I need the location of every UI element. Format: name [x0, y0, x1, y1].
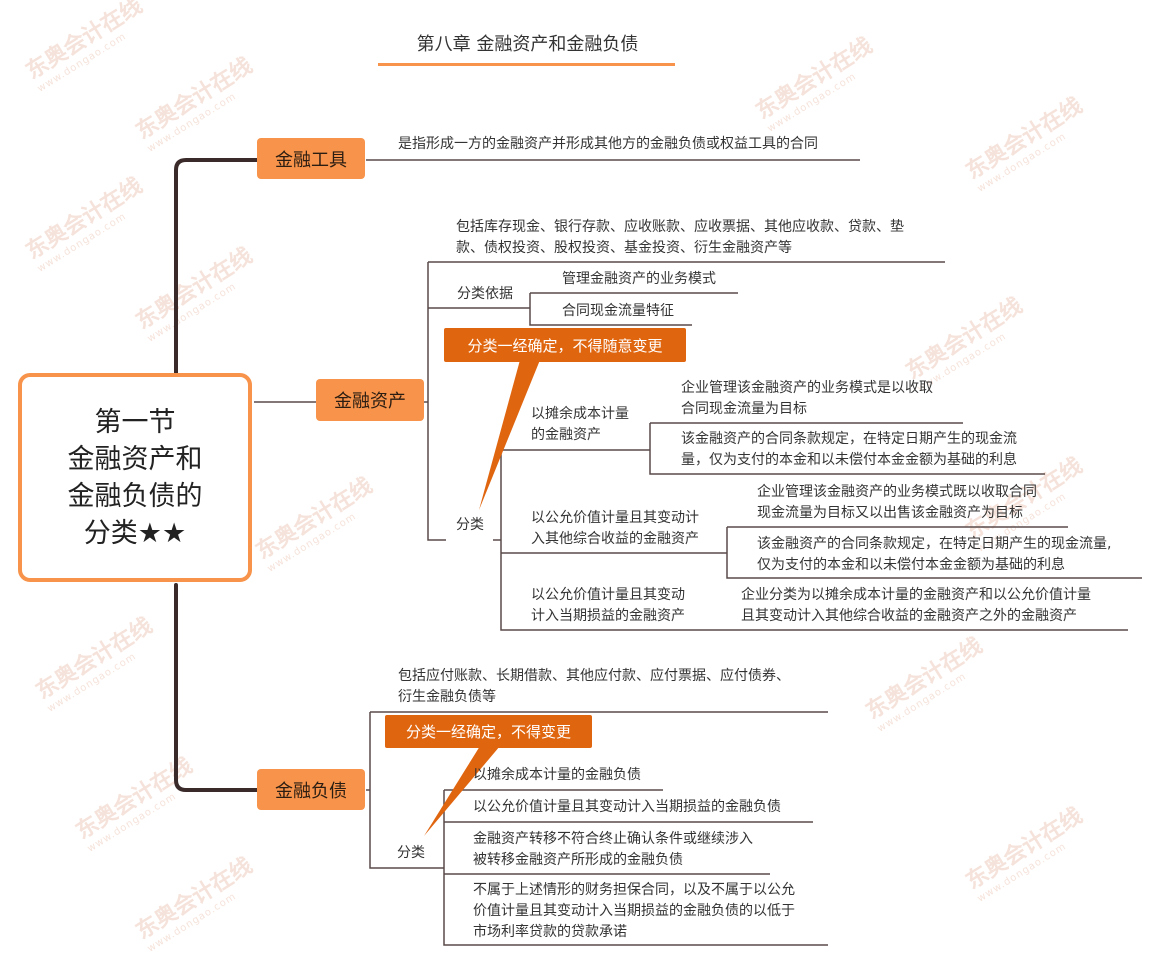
liability-class-item: 不属于上述情形的财务担保合同，以及不属于以公允价值计量且其变动计入当期损益的金融…	[473, 882, 795, 940]
node-financial-instrument[interactable]: 金融工具	[257, 138, 365, 179]
root-node[interactable]: 第一节 金融资产和 金融负债的 分类★★	[18, 373, 252, 582]
title-underline	[378, 63, 675, 66]
asset-callout: 分类一经确定，不得随意变更	[444, 328, 686, 362]
asset-class-condition: 企业管理该金融资产的业务模式是以收取合同现金流量为目标	[681, 380, 933, 417]
liability-class-item: 以公允价值计量且其变动计入当期损益的金融负债	[473, 799, 781, 815]
root-line: 金融资产和	[67, 443, 203, 475]
liability-callout: 分类一经确定，不得变更	[385, 715, 592, 748]
root-line: 分类★★	[83, 517, 187, 549]
asset-basis-item: 合同现金流量特征	[562, 303, 674, 319]
asset-basis-label: 分类依据	[457, 286, 513, 302]
liability-class-item: 金融资产转移不符合终止确认条件或继续涉入被转移金融资产所形成的金融负债	[473, 831, 753, 868]
root-line: 金融负债的	[67, 480, 203, 512]
asset-class-condition: 企业分类为以摊余成本计量的金融资产和以公允价值计量且其变动计入其他综合收益的金融…	[741, 587, 1091, 624]
asset-class-condition: 企业管理该金融资产的业务模式既以收取合同现金流量为目标又以出售该金融资产为目标	[757, 484, 1037, 521]
node-financial-liability[interactable]: 金融负债	[257, 769, 365, 810]
page-title: 第八章 金融资产和金融负债	[416, 34, 639, 55]
asset-includes: 包括库存现金、银行存款、应收账款、应收票据、其他应收款、贷款、垫款、债权投资、股…	[456, 219, 904, 256]
instrument-definition: 是指形成一方的金融资产并形成其他方的金融负债或权益工具的合同	[398, 136, 818, 152]
liability-class-item: 以摊余成本计量的金融负债	[473, 767, 641, 783]
liability-class-label: 分类	[397, 845, 425, 861]
node-financial-asset[interactable]: 金融资产	[316, 379, 424, 421]
asset-class-name: 以摊余成本计量的金融资产	[531, 406, 629, 443]
asset-class-condition: 该金融资产的合同条款规定，在特定日期产生的现金流量，仅为支付的本金和以未偿付本金…	[681, 431, 1017, 468]
asset-basis-item: 管理金融资产的业务模式	[562, 271, 716, 287]
asset-class-name: 以公允价值计量且其变动计入其他综合收益的金融资产	[531, 510, 699, 547]
liability-includes: 包括应付账款、长期借款、其他应付款、应付票据、应付债券、衍生金融负债等	[398, 668, 790, 705]
root-line: 第一节	[94, 406, 176, 438]
asset-class-name: 以公允价值计量且其变动计入当期损益的金融资产	[531, 587, 685, 624]
asset-class-label: 分类	[456, 517, 484, 533]
asset-class-condition: 该金融资产的合同条款规定，在特定日期产生的现金流量,仅为支付的本金和以未偿付本金…	[757, 536, 1112, 573]
